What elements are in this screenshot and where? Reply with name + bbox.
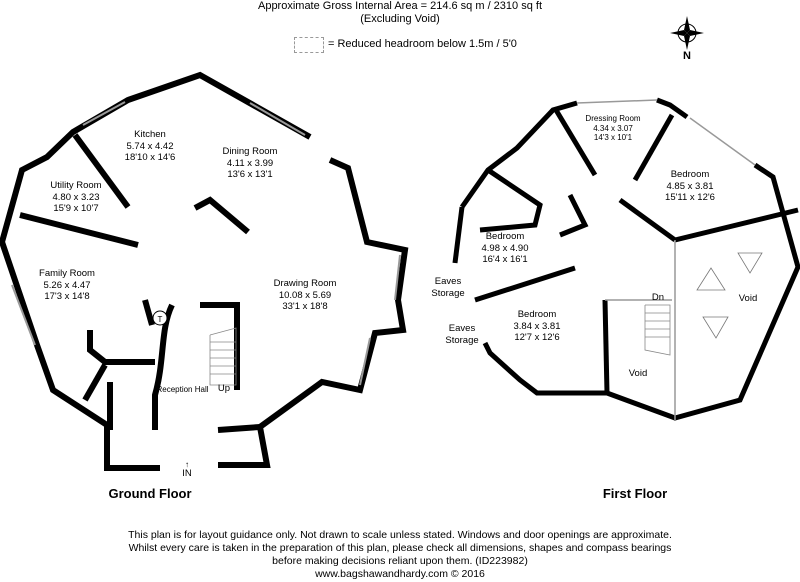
room-utility: Utility Room 4.80 x 3.23 15'9 x 10'7	[50, 180, 102, 214]
room-kitchen: Kitchen 5.74 x 4.42 18'10 x 14'6	[124, 129, 176, 163]
room-reception-hall: Reception Hall	[156, 385, 209, 394]
ground-floor-title: Ground Floor	[108, 486, 192, 501]
room-dressing: Dressing Room 4.34 x 3.07 14'3 x 10'1	[585, 114, 641, 142]
entrance-label: IN	[182, 468, 192, 479]
tank-label: T	[157, 315, 163, 324]
compass-icon	[670, 16, 704, 50]
void-label-right: Void	[738, 293, 758, 304]
excluding-void-note: (Excluding Void)	[360, 13, 440, 25]
room-bedroom-1: Bedroom 4.85 x 3.81 15'11 x 12'6	[665, 169, 715, 203]
room-family: Family Room 5.26 x 4.47 17'3 x 14'8	[39, 268, 95, 302]
ground-floor-walls	[0, 71, 409, 471]
stairs-up-label: Up	[217, 383, 231, 394]
stairs-down-label: Dn	[651, 292, 665, 303]
reduced-headroom-legend-text: = Reduced headroom below 1.5m / 5'0	[328, 38, 517, 50]
stairs-first	[644, 304, 671, 356]
tank-icon	[152, 310, 168, 326]
disclaimer-line-2: Whilst every care is taken in the prepar…	[128, 542, 672, 554]
room-bedroom-3: Bedroom 3.84 x 3.81 12'7 x 12'6	[513, 309, 561, 343]
first-floor-walls	[452, 97, 800, 421]
eaves-storage-2: Eaves Storage	[445, 323, 479, 346]
disclaimer-line-3: before making decisions reliant upon the…	[272, 555, 528, 567]
room-dining: Dining Room 4.11 x 3.99 13'6 x 13'1	[222, 146, 278, 180]
entrance-arrow-icon: ↑	[185, 460, 189, 469]
reduced-headroom-legend-swatch	[294, 37, 324, 53]
eaves-storage-1: Eaves Storage	[431, 276, 465, 299]
compass-north-label: N	[683, 50, 691, 62]
website-link[interactable]: www.bagshawandhardy.com © 2016	[315, 568, 485, 580]
first-floor-windows	[576, 99, 756, 420]
first-floor-title: First Floor	[602, 486, 668, 501]
room-bedroom-2: Bedroom 4.98 x 4.90 16'4 x 16'1	[481, 231, 529, 265]
void-label-left: Void	[628, 368, 648, 379]
ground-floor-windows	[11, 101, 401, 386]
disclaimer-line-1: This plan is for layout guidance only. N…	[128, 529, 672, 541]
gross-area-title: Approximate Gross Internal Area = 214.6 …	[257, 0, 542, 12]
stairs-ground	[209, 327, 237, 386]
void-roof-triangles	[696, 252, 763, 339]
room-drawing: Drawing Room 10.08 x 5.69 33'1 x 18'8	[273, 278, 337, 312]
